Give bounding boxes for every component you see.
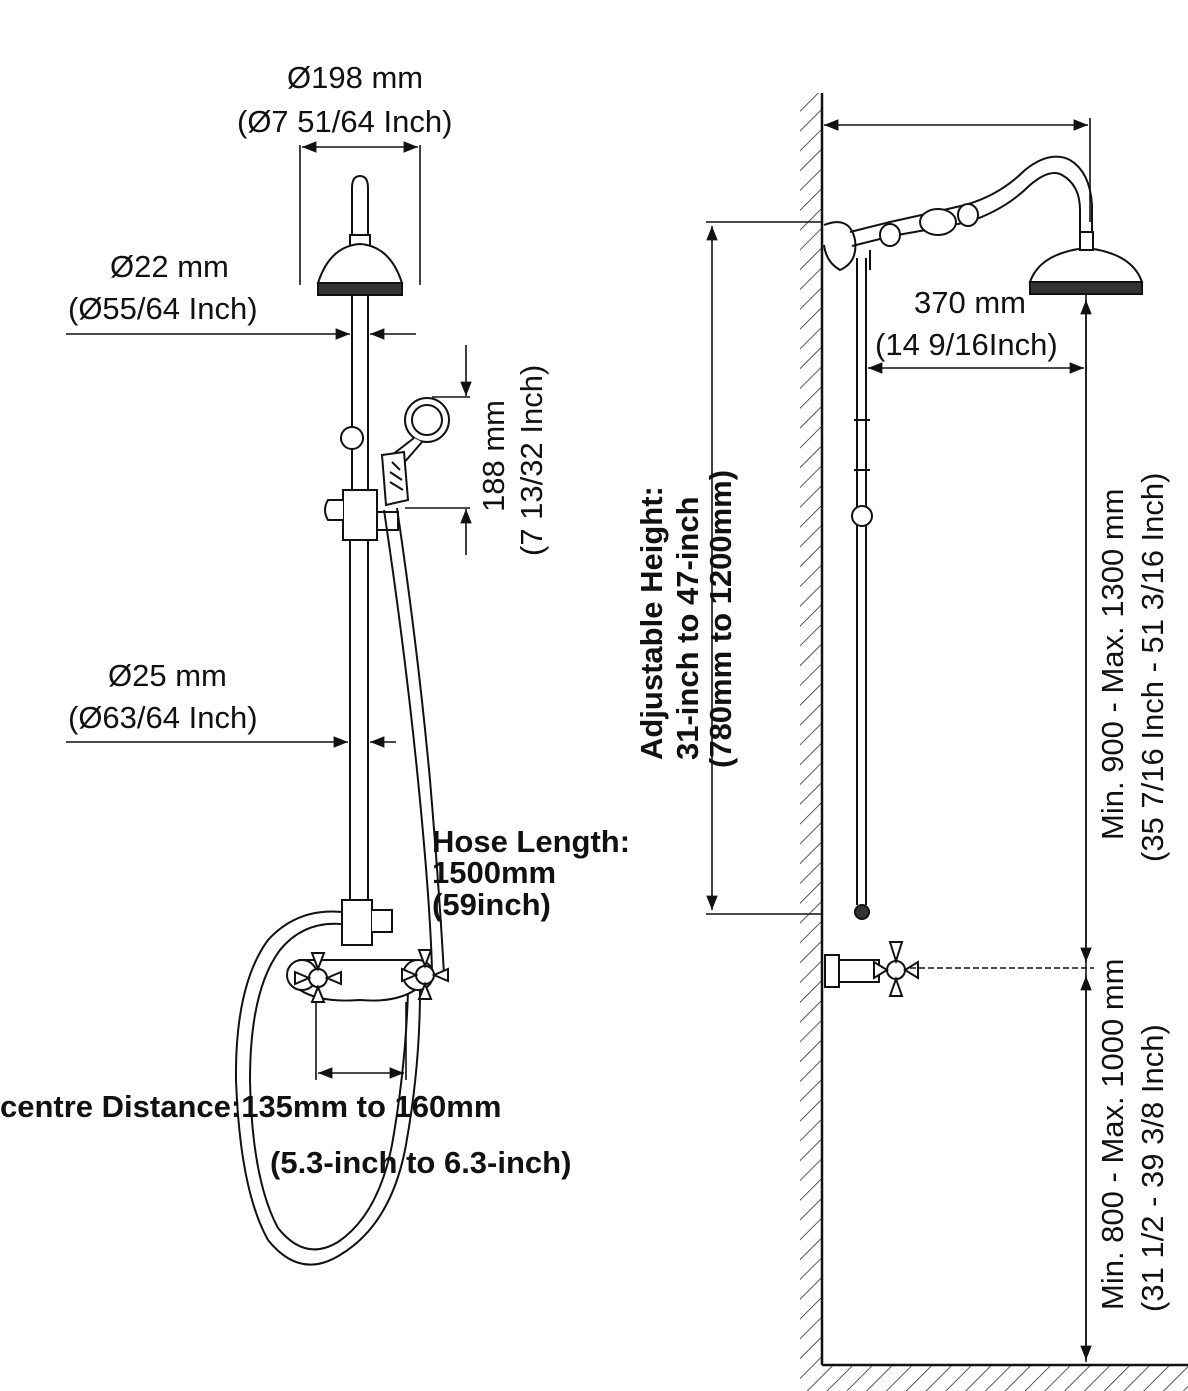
rain-head-face [317,282,403,296]
arm-flange [823,221,857,272]
adjustable-height-title: Adjustable Height: [634,486,669,760]
head-stem [351,174,369,243]
cross-handle-right [401,949,449,1000]
valve-tee [341,899,373,946]
valve-height-mm: Min. 800 - Max. 1000 mm [1095,958,1130,1310]
pipe-bottom-diameter-inch: (Ø63/64 Inch) [68,700,258,735]
handheld-length-mm: 188 mm [476,400,511,512]
slide-bracket [342,489,378,541]
slide-knob [324,499,343,521]
shower-hose [383,509,433,971]
cross-handle-left [294,952,342,1003]
arm-reach-mm: 370 mm [914,285,1026,320]
side-slide-bracket [851,505,873,527]
head-diameter-inch: (Ø7 51/64 Inch) [237,104,453,139]
shower-arm [849,155,1093,235]
adjustable-height-inch: 31-inch to 47-inch [670,496,705,760]
pipe-bracket [340,426,364,450]
pipe-top-diameter-inch: (Ø55/64 Inch) [68,291,258,326]
side-rain-head [1028,246,1144,283]
handheld-handle [380,450,410,507]
front-dimension-lines [66,141,472,1080]
adjustable-height-mm: (780mm to 1200mm) [703,469,738,768]
centre-distance-mm: centre Distance:135mm to 160mm [0,1089,502,1124]
side-cross-handle [873,941,919,997]
rain-head [316,242,404,284]
head-height-mm: Min. 900 - Max. 1300 mm [1095,488,1130,840]
hose-length-title: Hose Length: [432,824,631,859]
side-valve-flange [824,954,840,988]
arm-reach-inch: (14 9/16Inch) [875,327,1058,362]
head-height-inch: (35 7/16 Inch - 51 3/16 Inch) [1135,472,1170,862]
side-view-drawing [823,155,1144,997]
centre-distance-inch: (5.3-inch to 6.3-inch) [270,1145,572,1180]
pipe-top-diameter-mm: Ø22 mm [110,249,229,284]
wall [800,93,1188,1391]
pipe-bottom-diameter-mm: Ø25 mm [108,658,227,693]
valve-height-inch: (31 1/2 - 39 3/8 Inch) [1135,1024,1170,1312]
hose-length-mm: 1500mm [432,855,557,890]
hose-length-inch: (59inch) [432,887,551,922]
handheld-length-inch: (7 13/32 Inch) [514,364,549,556]
front-view-drawing [234,174,450,1266]
side-dimension-lines [706,118,1094,1362]
head-diameter-mm: Ø198 mm [287,60,424,95]
